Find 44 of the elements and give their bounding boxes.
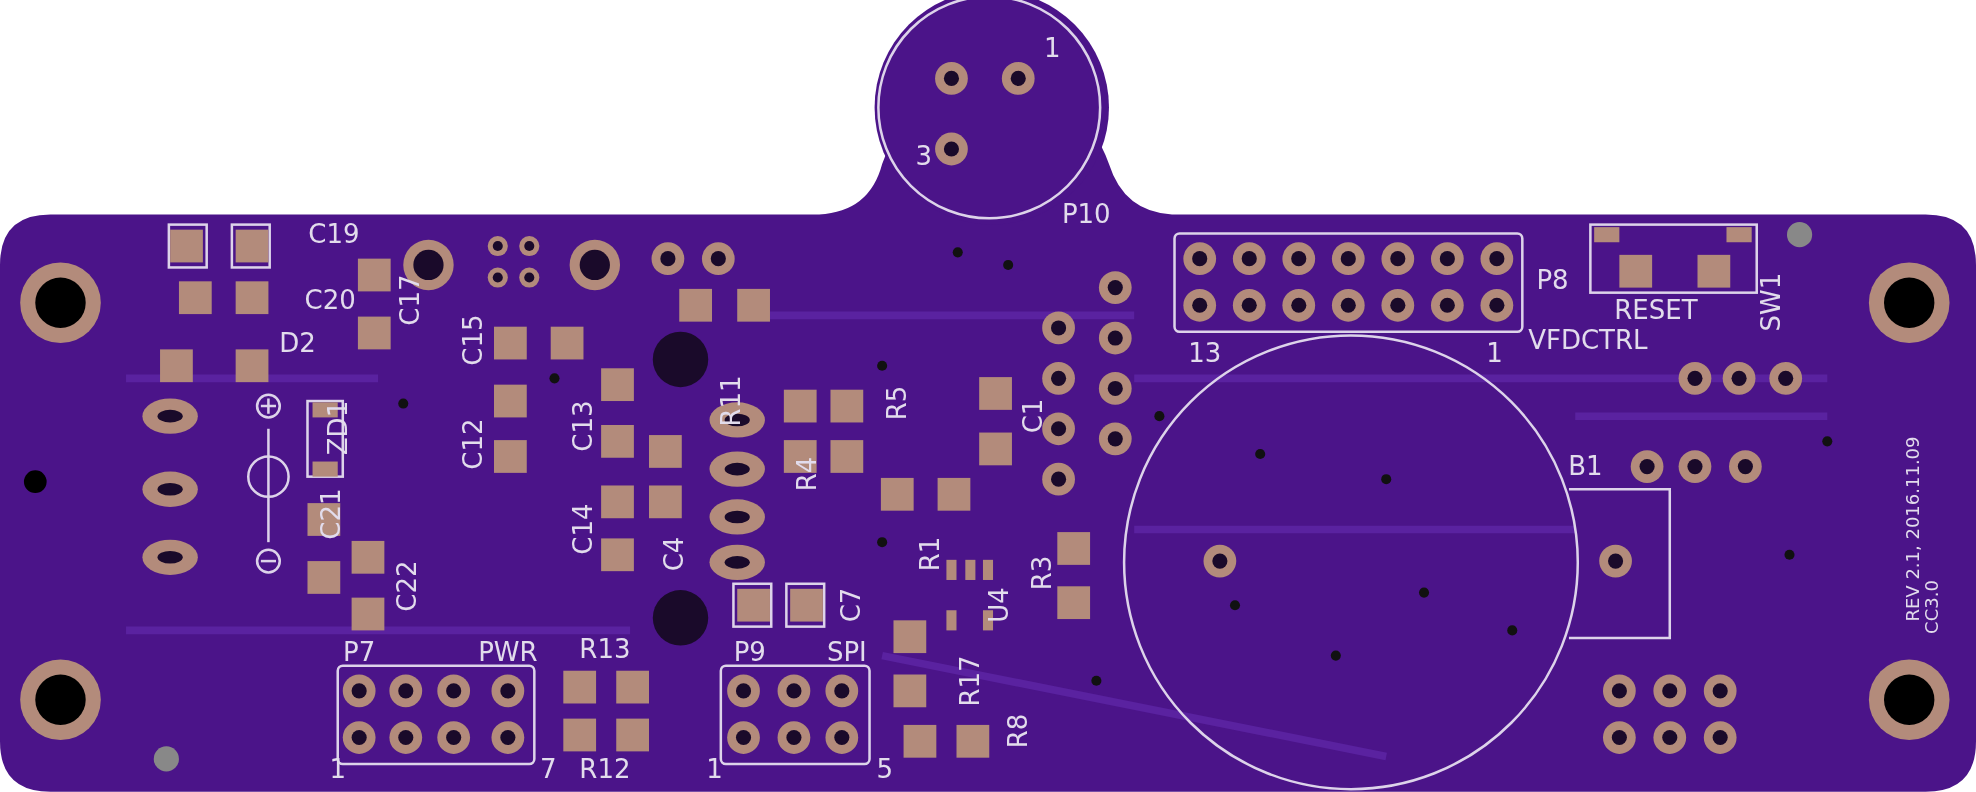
component-designator: C19 (308, 221, 360, 248)
revision-text: REV 2.1, 2016.11.09 (1904, 436, 1922, 622)
component-designator: C12 (459, 417, 486, 470)
switch-label: RESET (1614, 297, 1698, 323)
component-designator: SW1 (1757, 273, 1784, 332)
component-designator: B1 (1568, 453, 1603, 480)
connector-name: VFDCTRL (1528, 327, 1648, 354)
pin-number: 7 (539, 755, 557, 782)
component-designator: C1 (1020, 398, 1047, 434)
component-designator: C20 (304, 286, 356, 313)
component-designator: P8 (1536, 266, 1569, 293)
component-designator: R17 (957, 654, 984, 707)
component-designator: C17 (396, 274, 423, 326)
pin-number: 1 (706, 755, 723, 782)
pin-number: 13 (1188, 339, 1222, 366)
component-designator: C15 (459, 314, 486, 366)
component-designator: C21 (318, 488, 345, 540)
connector-name: PWR (478, 638, 538, 665)
component-designator: R13 (579, 636, 631, 662)
component-designator: ZD1 (324, 401, 351, 456)
pin-number: 1 (1044, 34, 1061, 61)
component-designator: R12 (579, 755, 631, 782)
component-designator: C4 (661, 537, 688, 572)
component-designator: C22 (394, 560, 421, 612)
component-designator: R3 (1029, 556, 1056, 591)
pin-number: 1 (329, 755, 346, 782)
component-designator: U4 (986, 587, 1013, 623)
component-designator: P10 (1061, 201, 1111, 228)
pin-number: 5 (876, 755, 893, 782)
component-designator: R8 (1005, 713, 1032, 749)
component-designator: R5 (884, 385, 911, 421)
component-designator: D2 (279, 329, 316, 356)
pin-number: 1 (1486, 339, 1503, 366)
component-designator: R11 (717, 375, 744, 427)
component-designator: P9 (733, 638, 766, 665)
component-designator: R4 (793, 456, 820, 492)
component-designator: C7 (837, 587, 864, 623)
component-designator: R1 (917, 537, 943, 572)
license-text: CC3.0 (1922, 580, 1941, 635)
pin-number: 3 (915, 143, 932, 170)
component-designator: P7 (343, 638, 376, 665)
connector-name: SPI (826, 638, 867, 665)
component-designator: C14 (570, 503, 597, 555)
component-designator: C13 (570, 400, 597, 452)
